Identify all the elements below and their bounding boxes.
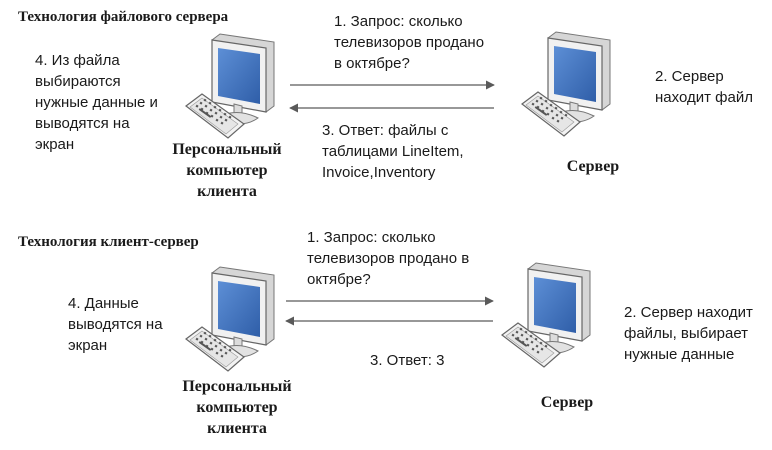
client-server-client-note: 4. Данные выводятся на экран — [68, 295, 163, 354]
file-server-server-note: 2. Сервер находит файл — [655, 68, 753, 106]
file-server-arrows — [289, 80, 495, 113]
client-server-response-label: 3. Ответ: 3 — [370, 352, 445, 369]
file-server-request-label: 1. Запрос: сколько телевизоров продано в… — [334, 13, 485, 72]
file-server-response-label: 3. Ответ: файлы с таблицами LineItem, In… — [322, 122, 464, 181]
client-server-arrows — [285, 296, 494, 326]
client-server-client-caption: Персональный компьютер клиента — [182, 378, 292, 437]
client-server-title: Технология клиент-сервер — [18, 234, 199, 250]
file-server-client-note: 4. Из файла выбираются нужные данные и в… — [35, 52, 158, 153]
file-server-client-caption: Персональный компьютер клиента — [172, 141, 282, 200]
client-server-server-caption: Сервер — [540, 394, 594, 411]
file-server-title: Технология файлового сервера — [18, 9, 229, 25]
client-server-section: Технология клиент-сервер 4. Данные вывод… — [0, 225, 772, 450]
client-server-server-note: 2. Сервер находит файлы, выбирает нужные… — [624, 304, 753, 363]
file-server-server-caption: Сервер — [566, 158, 620, 175]
file-server-section: Технология файлового сервера 4. Из файла… — [18, 9, 753, 200]
client-server-request-label: 1. Запрос: сколько телевизоров продано в… — [307, 229, 470, 288]
